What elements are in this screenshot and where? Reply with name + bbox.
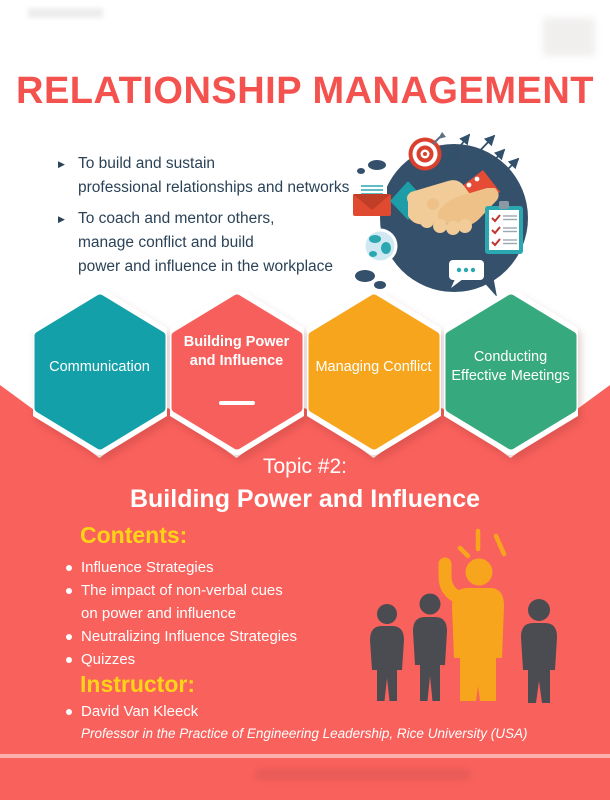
instructor-name: David Van Kleeck	[81, 703, 199, 720]
contents-line: Quizzes	[81, 651, 136, 668]
cloud-blob	[357, 168, 365, 174]
instructor-heading: Instructor:	[80, 671, 195, 697]
footer-divider	[0, 754, 610, 758]
hex-label: Managing Conflict	[315, 358, 432, 375]
list-item: The impact of non-verbal cues on power a…	[64, 579, 374, 625]
instructor-block: David Van Kleeck Professor in the Practi…	[64, 700, 564, 745]
envelope-icon	[353, 181, 391, 216]
dot-bullet-icon	[64, 625, 81, 648]
intro-line: To coach and mentor others,	[78, 210, 275, 227]
gray-person-icon	[413, 593, 447, 701]
leadership-people-illustration	[370, 528, 557, 703]
target-icon	[408, 132, 446, 171]
contents-list: Influence Strategies The impact of non-v…	[64, 556, 374, 671]
chat-bubble-icon	[449, 260, 484, 288]
hex-tab-managing-conflict: Managing Conflict	[306, 292, 441, 458]
cloud-blob	[368, 160, 386, 170]
orange-leader-icon	[438, 528, 507, 701]
contents-heading: Contents:	[80, 522, 188, 548]
intro-line: power and influence in the workplace	[78, 258, 334, 275]
list-item: David Van Kleeck Professor in the Practi…	[64, 700, 564, 745]
hex-label: and Influence	[189, 353, 284, 369]
hex-tab-building-power: Building Power and Influence	[169, 292, 304, 458]
hex-label: Conducting	[473, 349, 548, 365]
list-item: ▶ To build and sustain professional rela…	[58, 152, 358, 200]
dot-bullet-icon	[64, 700, 81, 745]
watermark-smudge	[28, 8, 103, 18]
topic-kicker: Topic #2:	[262, 455, 348, 478]
hex-label: Effective Meetings	[451, 368, 570, 384]
triangle-bullet-icon: ▶	[58, 159, 65, 169]
hex-label: Building Power	[183, 334, 290, 350]
networking-illustration	[353, 132, 528, 297]
topic-title: Building Power and Influence	[129, 485, 481, 513]
active-hex-underline	[218, 401, 255, 405]
red-section-zigzag	[0, 385, 610, 459]
speech-tail	[480, 270, 497, 297]
list-item: Quizzes	[64, 648, 374, 671]
list-item: ▶ To coach and mentor others, manage con…	[58, 207, 358, 279]
dot-bullet-icon	[64, 648, 81, 671]
red-section-background	[0, 458, 610, 800]
dot-bullet-icon	[64, 556, 81, 579]
triangle-bullet-icon: ▶	[58, 214, 65, 224]
contents-line: The impact of non-verbal cues	[81, 582, 283, 599]
instructor-title: Professor in the Practice of Engineering…	[81, 726, 528, 741]
intro-line: professional relationships and networks	[78, 179, 350, 196]
gray-person-icon	[521, 599, 557, 703]
globe-icon	[362, 228, 398, 264]
contents-line: on power and influence	[81, 605, 237, 622]
checklist-clipboard-icon	[485, 201, 523, 254]
dot-bullet-icon	[64, 579, 81, 625]
list-item: Influence Strategies	[64, 556, 374, 579]
map-blob	[374, 281, 386, 289]
topic-block: Topic #2: Building Power and Influence	[0, 452, 610, 516]
intro-line: To build and sustain	[78, 155, 216, 172]
map-blob	[355, 270, 375, 282]
intro-bullet-list: ▶ To build and sustain professional rela…	[58, 152, 358, 286]
hex-label: Communication	[49, 358, 150, 375]
contents-line: Influence Strategies	[81, 559, 214, 576]
contents-line: Neutralizing Influence Strategies	[81, 628, 297, 645]
hex-tab-communication: Communication	[32, 292, 167, 458]
gray-person-icon	[370, 604, 404, 701]
watermark-smudge	[543, 18, 595, 56]
page-title: RELATIONSHIP MANAGEMENT	[16, 70, 594, 112]
handshake-icon	[390, 170, 500, 235]
hex-tab-effective-meetings: Conducting Effective Meetings	[443, 292, 578, 458]
list-item: Neutralizing Influence Strategies	[64, 625, 374, 648]
growth-arrows-icon	[445, 133, 520, 178]
intro-line: manage conflict and build	[78, 234, 254, 251]
